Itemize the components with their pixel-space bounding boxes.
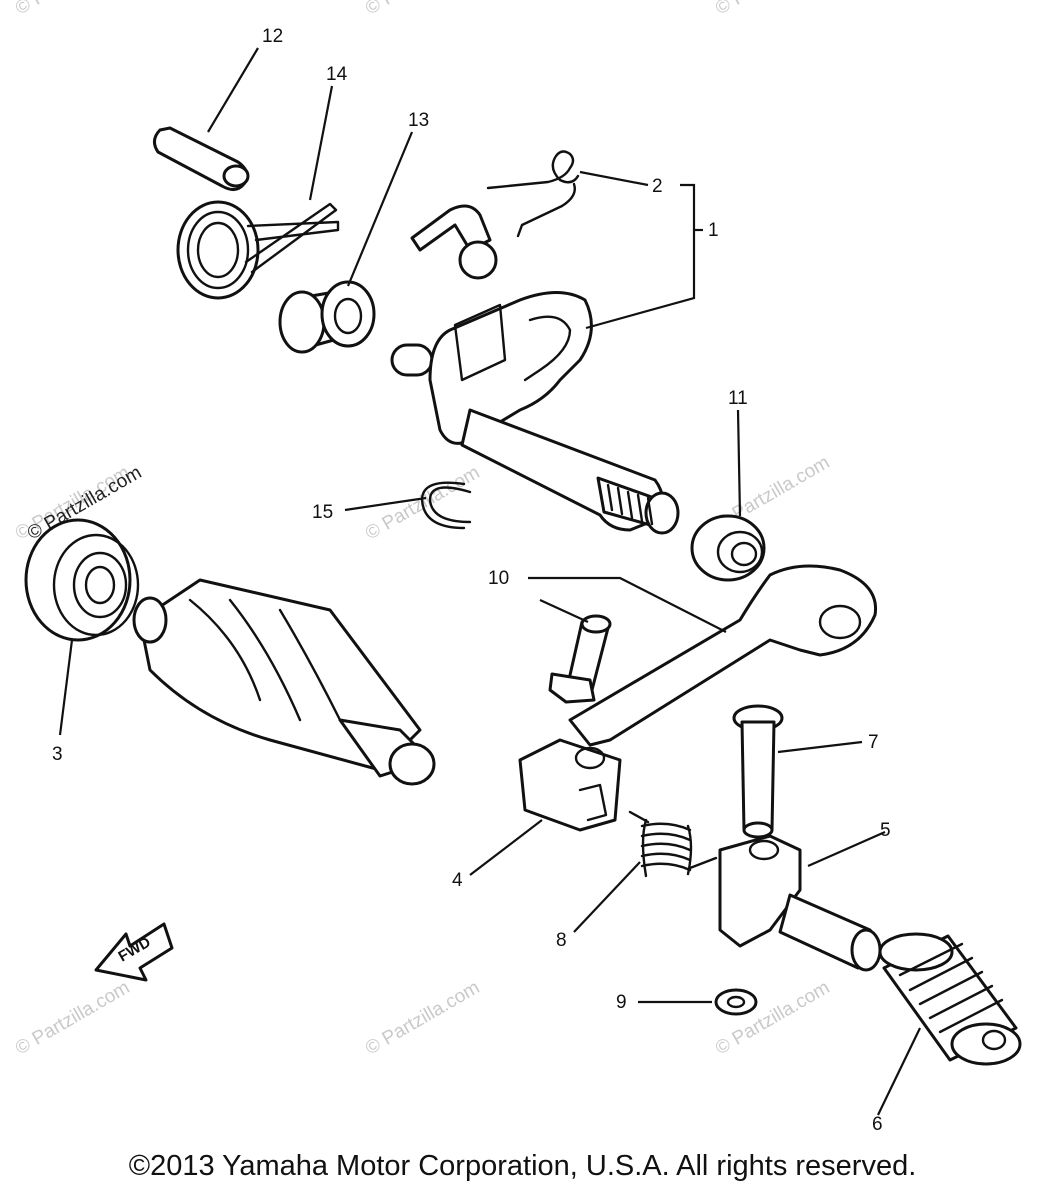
part-4-shift-pedal	[518, 564, 878, 832]
watermark-8: © Partzilla.com	[362, 0, 483, 19]
part-2-spring	[486, 150, 580, 238]
watermark-5: © Partzilla.com	[362, 977, 483, 1059]
callout-14: 14	[326, 64, 348, 85]
part-8-spring	[628, 810, 718, 878]
shift-drum	[132, 578, 436, 786]
part-9-washer	[714, 988, 758, 1016]
part-6-pedal-rubber	[878, 932, 1022, 1066]
callout-9: 9	[616, 992, 627, 1013]
watermark-7: © Partzilla.com	[12, 0, 133, 19]
part-15-circlip	[420, 481, 472, 530]
callout-3: 3	[52, 744, 63, 765]
part-5-pedal-arm	[718, 834, 882, 972]
watermark-9: © Partzilla.com	[712, 0, 833, 19]
callout-13: 13	[408, 110, 429, 131]
callout-4: 4	[452, 870, 463, 891]
part-3-bearing	[24, 518, 140, 642]
callout-11: 11	[728, 388, 748, 409]
leader-lines	[58, 47, 921, 1116]
callout-2: 2	[652, 176, 663, 197]
callout-7: 7	[868, 732, 879, 753]
callouts: 12 14 13 2 1 11 15 10 3 7 5 4 8 9 6	[52, 26, 891, 1135]
copyright-notice: ©2013 Yamaha Motor Corporation, U.S.A. A…	[128, 1150, 917, 1182]
part-10-bolt	[548, 614, 612, 704]
part-11-oil-seal	[690, 514, 766, 582]
part-1-shift-shaft	[390, 204, 680, 535]
watermark-4: © Partzilla.com	[12, 977, 133, 1059]
part-14-spring	[176, 200, 340, 300]
callout-1: 1	[708, 220, 719, 241]
part-7-pivot-bolt	[732, 704, 784, 839]
callout-5: 5	[880, 820, 891, 841]
callout-15: 15	[312, 502, 333, 523]
part-12-pin	[153, 126, 250, 191]
callout-6: 6	[872, 1114, 883, 1135]
callout-12: 12	[262, 26, 283, 47]
callout-10: 10	[488, 568, 509, 589]
part-13-collar	[278, 280, 376, 354]
callout-8: 8	[556, 930, 567, 951]
fwd-arrow: FWD	[94, 922, 174, 982]
